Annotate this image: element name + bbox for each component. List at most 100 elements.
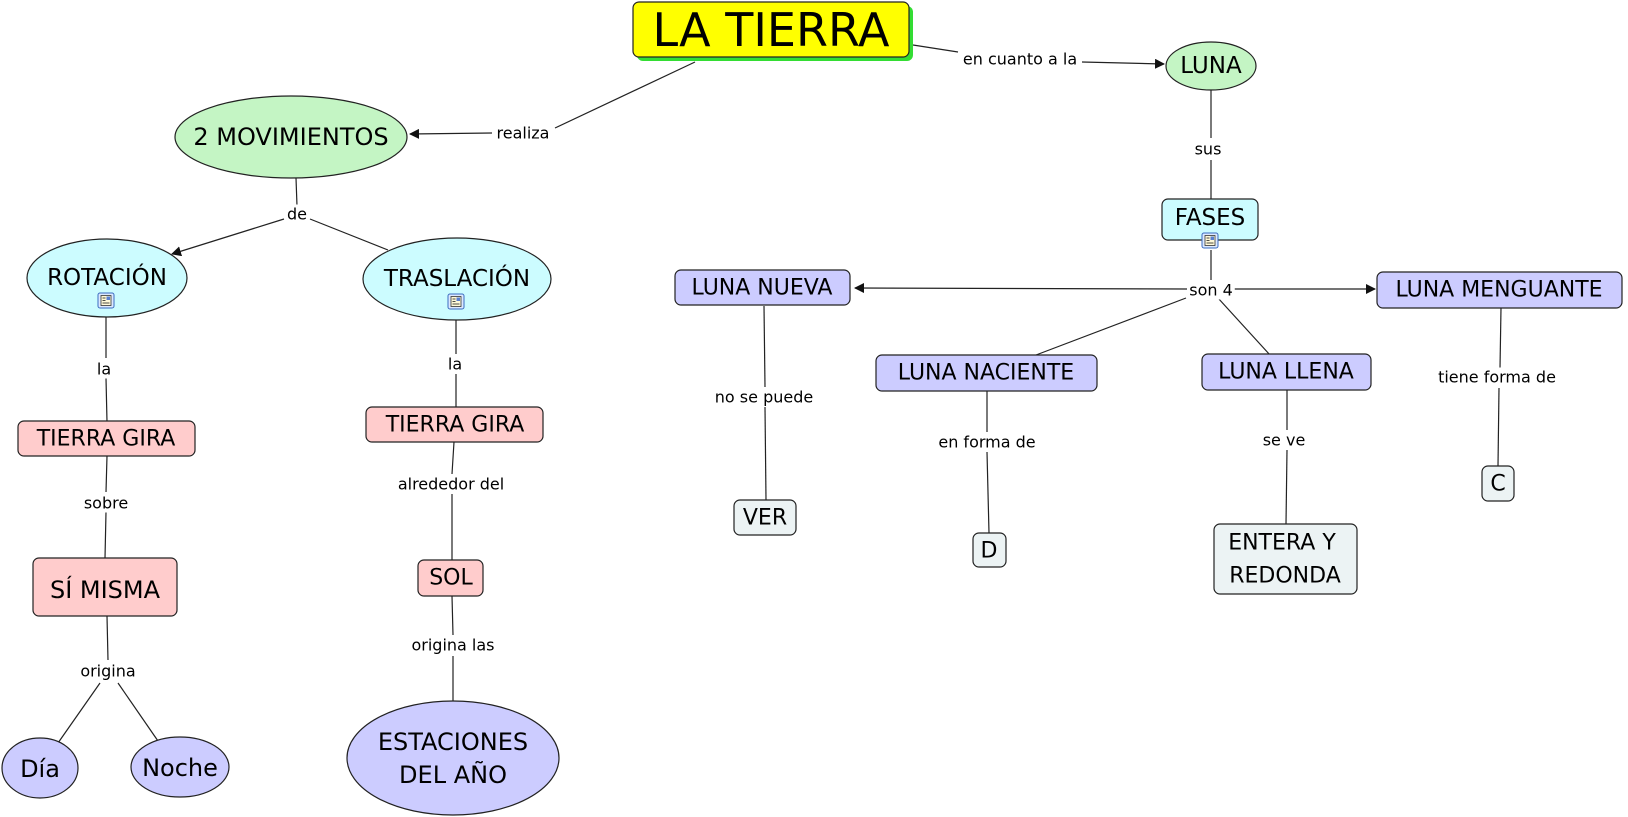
edge-de-traslacion <box>309 218 389 251</box>
concept-label: FASES <box>1175 205 1246 231</box>
link-label-no-se-puede: no se puede <box>715 388 813 407</box>
concept-d[interactable]: D <box>972 532 1007 568</box>
edge-de-rotacion <box>171 218 285 257</box>
concept-label: LUNA <box>1180 53 1242 79</box>
concept-label: TIERRA GIRA <box>36 427 176 452</box>
edge-tierragira1-sobre <box>105 455 108 493</box>
concept-label: ROTACIÓN <box>47 263 167 291</box>
link-label-la-rotacion: la <box>97 360 111 379</box>
concept-traslacion[interactable]: TRASLACIÓN <box>362 237 552 321</box>
edge-origina-dia <box>57 682 101 744</box>
link-label-en-cuanto-a-la: en cuanto a la <box>963 50 1077 69</box>
edge-nueva-nosepuede <box>763 305 766 388</box>
edge-simisma-origina <box>106 615 109 661</box>
concept-label: LA TIERRA <box>652 3 890 57</box>
edge-seve-entera <box>1285 449 1288 525</box>
concept-fases[interactable]: FASES <box>1161 198 1259 249</box>
concept-entera-y-redonda[interactable]: ENTERA Y REDONDA <box>1213 523 1358 595</box>
link-label-background <box>1436 367 1558 387</box>
link-label-origina-las: origina las <box>411 636 494 655</box>
edge-nosepuede-ver <box>764 406 767 501</box>
link-label-background <box>78 661 138 681</box>
concept-label: SOL <box>429 566 473 591</box>
link-label-background <box>960 49 1080 69</box>
resource-document-icon[interactable] <box>1201 232 1219 249</box>
concept-label: D <box>981 539 998 564</box>
link-label-background <box>285 204 309 224</box>
link-label-se-ve: se ve <box>1263 431 1306 450</box>
link-label-sobre: sobre <box>84 494 128 513</box>
link-label-realiza: realiza <box>497 124 550 143</box>
link-label-background <box>94 359 114 379</box>
concept-label-line-2: REDONDA <box>1229 564 1341 589</box>
edge-sobre-simisma <box>104 511 107 559</box>
edge-tierragira2-alrededor <box>451 441 455 475</box>
concept-noche[interactable]: Noche <box>130 736 230 798</box>
edge-enforma-d <box>986 451 990 534</box>
concept-tierra-gira-rotacion[interactable]: TIERRA GIRA <box>17 420 196 457</box>
concept-label: LUNA MENGUANTE <box>1395 278 1602 303</box>
concept-label: C <box>1490 472 1505 497</box>
resource-document-icon[interactable] <box>97 292 115 309</box>
edges <box>57 44 1502 744</box>
link-label-son-4: son 4 <box>1189 281 1233 300</box>
edge-realiza-movimientos <box>409 128 493 139</box>
edge-encuanto-luna <box>1081 58 1165 69</box>
link-label-la-traslacion: la <box>448 355 462 374</box>
concept-sol[interactable]: SOL <box>417 559 484 597</box>
link-label-background <box>1260 430 1308 450</box>
edge-sol-originalas <box>451 595 454 636</box>
concept-label: Noche <box>142 754 218 782</box>
concept-ver[interactable]: VER <box>733 499 797 536</box>
concept-label-line-1: ESTACIONES <box>378 728 528 756</box>
concept-si-misma[interactable]: SÍ MISMA <box>32 557 178 617</box>
concept-c[interactable]: C <box>1481 465 1515 502</box>
edge-tierra-encuanto <box>912 44 959 53</box>
concept-tierra-gira-traslacion[interactable]: TIERRA GIRA <box>365 406 544 443</box>
concept-label: VER <box>743 506 787 531</box>
concept-label-line-1: ENTERA Y <box>1228 531 1336 556</box>
edge-tieneforma-c <box>1497 387 1500 467</box>
edge-son4-nueva <box>854 283 1188 294</box>
concept-la-tierra[interactable]: LA TIERRA <box>632 1 913 61</box>
concept-rotacion[interactable]: ROTACIÓN <box>26 238 188 318</box>
edge-origina-noche <box>117 682 159 742</box>
concept-label: 2 MOVIMIENTOS <box>193 123 388 151</box>
concept-label: TIERRA GIRA <box>385 413 525 438</box>
concept-label: Día <box>20 755 60 783</box>
edge-tierra-realiza <box>554 61 696 129</box>
concept-2-movimientos[interactable]: 2 MOVIMIENTOS <box>174 95 408 179</box>
link-label-background <box>81 493 131 513</box>
edge-son4-naciente <box>1035 297 1187 356</box>
concept-label: LUNA NACIENTE <box>898 361 1074 386</box>
edge-movimientos-de <box>295 177 298 207</box>
link-label-background <box>1187 280 1235 300</box>
concept-label: LUNA NUEVA <box>692 276 833 301</box>
concept-dia[interactable]: Día <box>1 737 79 799</box>
link-label-background <box>494 123 552 143</box>
link-label-en-forma-de: en forma de <box>938 433 1035 452</box>
resource-document-icon[interactable] <box>447 293 465 310</box>
concept-luna-naciente[interactable]: LUNA NACIENTE <box>875 354 1098 392</box>
edge-son4-llena <box>1217 297 1271 356</box>
link-label-background <box>712 387 816 407</box>
link-label-background <box>1192 139 1224 159</box>
concept-label: SÍ MISMA <box>50 575 161 604</box>
concept-label: LUNA LLENA <box>1218 360 1354 385</box>
concept-label-line-2: DEL AÑO <box>399 759 507 789</box>
link-label-background <box>409 635 497 655</box>
link-label-background <box>445 354 465 374</box>
edge-menguante-tieneforma <box>1499 307 1502 369</box>
link-label-background <box>395 474 507 494</box>
concept-estaciones-del-ano[interactable]: ESTACIONES DEL AÑO <box>346 700 560 816</box>
concept-luna-menguante[interactable]: LUNA MENGUANTE <box>1376 271 1623 309</box>
link-label-origina: origina <box>80 662 135 681</box>
concept-luna[interactable]: LUNA <box>1165 41 1257 91</box>
concept-luna-nueva[interactable]: LUNA NUEVA <box>674 269 851 306</box>
link-label-tiene-forma-de: tiene forma de <box>1438 368 1556 387</box>
link-labels: realiza en cuanto a la de la sobre origi… <box>78 49 1558 681</box>
link-label-sus: sus <box>1195 140 1222 159</box>
concept-luna-llena[interactable]: LUNA LLENA <box>1201 353 1372 391</box>
edge-la-tierragira1 <box>105 377 108 423</box>
